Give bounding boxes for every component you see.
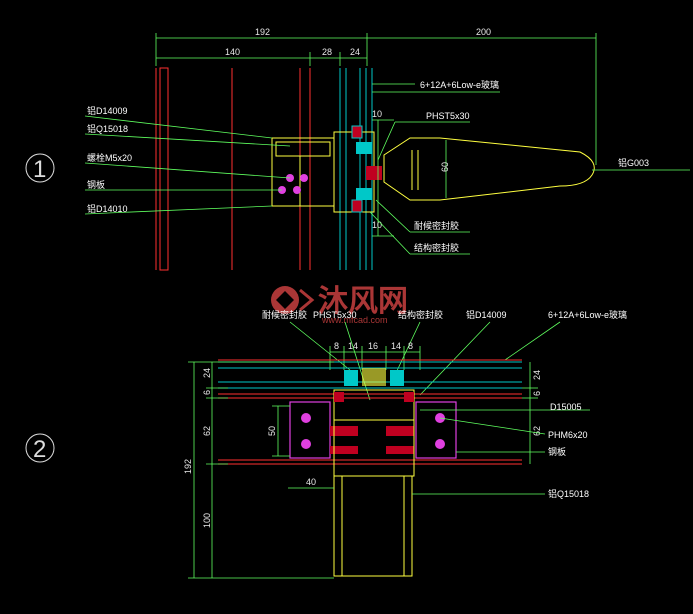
dim-62-left: 62 xyxy=(202,426,212,436)
dim-140: 140 xyxy=(225,47,240,57)
detail-1-marker-number: 1 xyxy=(33,156,46,183)
watermark-url: www.mfcad.com xyxy=(321,315,388,325)
dim-6-right: 6 xyxy=(532,391,542,396)
detail-1-glass-spec: 6+12A+6Low-e玻璃 xyxy=(420,79,499,90)
detail-1-fin-bracket xyxy=(383,137,595,201)
detail-2-mullion xyxy=(333,389,415,577)
dim-8-right: 8 xyxy=(408,341,413,351)
label-d14010: 铝D14010 xyxy=(87,203,128,214)
detail-1-screw-label: PHST5x30 xyxy=(426,111,470,121)
detail-2-bolts xyxy=(301,413,445,449)
dim-14-right: 14 xyxy=(391,341,401,351)
detail-2: 2 耐候密封胶 PHST5x30 结构密封胶 铝D14009 6+12A+6Lo… xyxy=(25,309,627,579)
dim-14-left: 14 xyxy=(348,341,358,351)
label-bolt-m5x20: 螺栓M5x20 xyxy=(87,152,132,163)
label-q15018: 铝Q15018 xyxy=(87,123,128,134)
detail-1-dimensions-right xyxy=(372,119,447,237)
dim-200: 200 xyxy=(476,27,491,37)
detail-1-leaders-bottom xyxy=(369,199,470,255)
detail-1-marker-circle xyxy=(25,153,55,183)
detail-2-dimensions-right xyxy=(522,362,538,464)
dim-24-right: 24 xyxy=(532,370,542,380)
label-g003: 铝G003 xyxy=(618,157,649,168)
detail-1: 1 192 140 28 24 200 xyxy=(25,27,690,271)
dim-10-top: 10 xyxy=(372,109,382,119)
dim-8-left: 8 xyxy=(334,341,339,351)
detail-2-marker-circle xyxy=(25,433,55,463)
detail-1-gaskets xyxy=(351,125,382,213)
watermark-text: 沐风网 xyxy=(318,284,408,319)
detail-1-column xyxy=(155,67,311,271)
dim-40: 40 xyxy=(306,477,316,487)
detail-2-leaders-right xyxy=(412,409,590,495)
label-glass-spec-2: 6+12A+6Low-e玻璃 xyxy=(548,309,627,320)
label-structural-sealant-2: 结构密封胶 xyxy=(398,309,443,320)
detail-2-dimensions-left xyxy=(188,361,334,579)
label-phst5x30-2: PHST5x30 xyxy=(313,310,357,320)
dim-10-bottom: 10 xyxy=(372,220,382,230)
dim-6-left: 6 xyxy=(202,390,212,395)
dim-50: 50 xyxy=(267,426,277,436)
label-d15005: D15005 xyxy=(550,402,582,412)
dim-24: 24 xyxy=(350,47,360,57)
dim-28: 28 xyxy=(322,47,332,57)
detail-2-leaders-top xyxy=(289,321,561,401)
dim-16: 16 xyxy=(368,341,378,351)
label-d14009: 铝D14009 xyxy=(87,105,128,116)
dim-192-top: 192 xyxy=(255,27,270,37)
detail-2-gaskets xyxy=(334,368,414,402)
detail-2-frame-lines xyxy=(218,359,522,465)
label-weather-sealant-1: 耐候密封胶 xyxy=(414,220,459,231)
dim-60: 60 xyxy=(440,162,450,172)
label-q15018-2: 铝Q15018 xyxy=(548,488,589,499)
label-phm6x20: PHM6x20 xyxy=(548,430,588,440)
label-weather-sealant-2: 耐候密封胶 xyxy=(262,309,307,320)
dim-24-left: 24 xyxy=(202,368,212,378)
detail-2-dimensions-top xyxy=(329,346,421,370)
label-steel-plate-2: 钢板 xyxy=(548,446,566,457)
dim-100: 100 xyxy=(202,513,212,528)
label-d14009-2: 铝D14009 xyxy=(466,309,507,320)
label-structural-sealant-1: 结构密封胶 xyxy=(414,242,459,253)
detail-1-dimensions-top xyxy=(155,33,597,165)
dim-192-left: 192 xyxy=(183,459,193,474)
dim-62-right: 62 xyxy=(532,426,542,436)
detail-1-leaders-left xyxy=(84,115,291,215)
label-steel-plate: 钢板 xyxy=(87,179,105,190)
watermark-logo-icon xyxy=(271,286,315,314)
detail-2-threaded-rods xyxy=(330,426,414,454)
watermark: 沐风网 www.mfcad.com xyxy=(271,284,408,325)
detail-2-marker-number: 2 xyxy=(33,436,46,463)
detail-1-bolts xyxy=(278,174,308,194)
